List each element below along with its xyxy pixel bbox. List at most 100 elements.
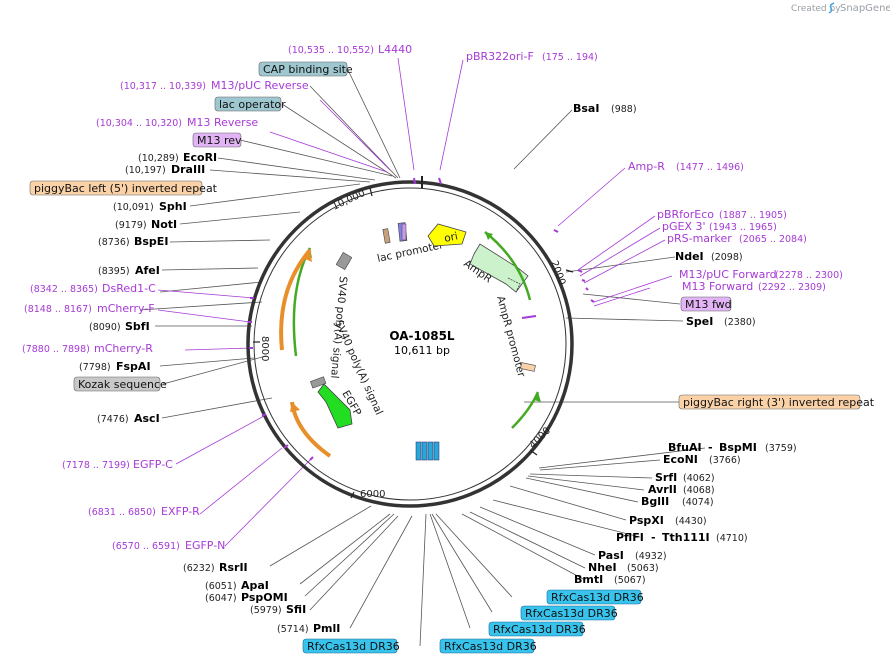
primer-dsred1-c[interactable]: DsRed1-C [102,282,156,295]
primer-egfp-c[interactable]: EGFP-C [133,458,173,471]
primer-m13-forward-pos[interactable]: (2292 .. 2309) [758,282,826,293]
dr36-box-5[interactable] [546,589,642,605]
site-srfi[interactable]: SrfI [655,471,677,484]
site-rsrii-pos[interactable]: (6232) [183,563,215,574]
site-rsrii[interactable]: RsrII [219,561,248,574]
primer-pbr322ori-f[interactable]: pBR322ori-F [466,50,534,63]
primer-pbr322ori-f-pos[interactable]: (175 .. 194) [542,52,598,63]
kozak-sequence-label[interactable]: Kozak sequence [78,378,167,391]
primer-m13-forward[interactable]: M13 Forward [682,280,753,293]
site-sbfi-pos[interactable]: (8090) [89,322,121,333]
site-fspai-pos[interactable]: (7798) [79,362,111,373]
primer-m13puc-forward-pos[interactable]: (2278 .. 2300) [775,270,843,281]
site-apai-pos[interactable]: (6051) [205,581,237,592]
site-bspei[interactable]: BspEI [134,235,168,248]
dr36-box-3[interactable] [488,621,584,637]
site-ecori-pos[interactable]: (10,289) [138,153,179,164]
lac-operator-label[interactable]: lac operator [219,98,286,111]
primer-mcherry-f[interactable]: mCherry-F [97,302,155,315]
dr36-label-2[interactable]: RfxCas13d DR36 [444,640,537,653]
site-pspxi-pos[interactable]: (4430) [675,516,707,527]
site-avrii[interactable]: AvrII [648,483,677,496]
dr36-box-1[interactable] [302,638,398,654]
site-pasi[interactable]: PasI [598,549,624,562]
site-pflfi[interactable]: PflFI [616,531,644,544]
site-tth111i[interactable]: Tth111I [662,531,710,544]
primer-egfp-n[interactable]: EGFP-N [185,539,225,552]
cap-binding-site-label[interactable]: CAP binding site [263,63,353,76]
primer-pbrforeco-pos[interactable]: (1887 .. 1905) [719,210,787,221]
site-pspxi[interactable]: PspXI [629,514,664,527]
site-spei[interactable]: SpeI [686,315,713,328]
site-bmti[interactable]: BmtI [574,573,603,586]
site-pasi-pos[interactable]: (4932) [635,551,667,562]
site-bspmi[interactable]: BspMI [719,441,757,454]
site-econi[interactable]: EcoNI [663,453,698,466]
primer-egfp-c-pos[interactable]: (7178 .. 7199) [62,460,130,471]
primer-prs-marker-pos[interactable]: (2065 .. 2084) [739,234,807,245]
site-ndei[interactable]: NdeI [675,250,704,263]
site-pspomi-pos[interactable]: (6047) [205,593,237,604]
site-bfuai[interactable]: BfuAI [668,441,702,454]
piggybac-right-label[interactable]: piggyBac right (3') inverted repeat [683,396,875,409]
dr36-label-5[interactable]: RfxCas13d DR36 [551,591,644,604]
piggybac-left-label[interactable]: piggyBac left (5') inverted repeat [34,182,218,195]
site-sfii[interactable]: SfiI [286,603,306,616]
primer-m13-reverse-pos[interactable]: (10,304 .. 10,320) [96,118,182,129]
primer-mcherry-r-pos[interactable]: (7880 .. 7898) [22,344,90,355]
primer-l4440-pos[interactable]: (10,535 .. 10,552) [288,45,374,56]
site-econi-pos[interactable]: (3766) [709,455,741,466]
primer-mcherry-f-pos[interactable]: (8148 .. 8167) [24,304,92,315]
primer-egfp-n-pos[interactable]: (6570 .. 6591) [112,541,180,552]
site-noti-pos[interactable]: (9179) [115,220,147,231]
site-sfii-pos[interactable]: (5979) [250,605,282,616]
site-pmli-pos[interactable]: (5714) [277,624,309,635]
primer-prs-marker[interactable]: pRS-marker [667,232,732,245]
site-bspei-pos[interactable]: (8736) [98,237,130,248]
site-nhei-pos[interactable]: (5063) [627,563,659,574]
primer-m13-reverse[interactable]: M13 Reverse [187,116,258,129]
primer-pbrforeco[interactable]: pBRforEco [657,208,714,221]
primer-dsred1-c-pos[interactable]: (8342 .. 8365) [30,284,98,295]
site-ecori[interactable]: EcoRI [183,151,217,164]
site-pspomi[interactable]: PspOMI [241,591,288,604]
site-asci[interactable]: AscI [134,412,160,425]
site-srfi-pos[interactable]: (4062) [683,473,715,484]
site-bglii-pos[interactable]: (4074) [682,497,714,508]
primer-mcherry-r[interactable]: mCherry-R [94,342,153,355]
primer-amp-r[interactable]: Amp-R [628,160,665,173]
site-ndei-pos[interactable]: (2098) [711,252,743,263]
piggybac-left-box[interactable] [29,180,203,196]
dr36-label-1[interactable]: RfxCas13d DR36 [307,640,400,653]
site-fspai[interactable]: FspAI [116,360,151,373]
primer-m13puc-reverse[interactable]: M13/pUC Reverse [211,79,309,92]
site-bglii[interactable]: BglII [641,495,669,508]
site-sbfi[interactable]: SbfI [125,320,150,333]
site-apai[interactable]: ApaI [241,579,269,592]
primer-pgex3[interactable]: pGEX 3' [662,220,706,233]
m13-rev-label[interactable]: M13 rev [197,134,242,147]
dr36-box-4[interactable] [520,605,616,621]
primer-m13puc-reverse-pos[interactable]: (10,317 .. 10,339) [120,81,206,92]
site-afei-pos[interactable]: (8395) [98,266,130,277]
cap-binding-site-box[interactable] [258,61,348,77]
site-nhei[interactable]: NheI [588,561,617,574]
site-sphi-pos[interactable]: (10,091) [113,202,154,213]
site-noti[interactable]: NotI [151,218,177,231]
site-avrii-pos[interactable]: (4068) [683,485,715,496]
site-draiii-pos[interactable]: (10,197) [125,165,166,176]
m13-fwd-box[interactable] [680,296,732,312]
dr36-label-4[interactable]: RfxCas13d DR36 [525,607,618,620]
lac-operator-box[interactable] [214,96,282,112]
site-bsai[interactable]: BsaI [573,102,599,115]
primer-amp-r-pos[interactable]: (1477 .. 1496) [676,162,744,173]
primer-m13puc-forward[interactable]: M13/pUC Forward [679,268,777,281]
m13-rev-box[interactable] [192,132,242,148]
site-pflfi-pos[interactable]: (4710) [716,533,748,544]
kozak-sequence-box[interactable] [73,376,161,392]
site-spei-pos[interactable]: (2380) [724,317,756,328]
site-bsai-pos[interactable]: (988) [611,104,637,115]
site-afei[interactable]: AfeI [135,264,160,277]
dr36-box-2[interactable] [439,638,535,654]
site-sphi[interactable]: SphI [159,200,187,213]
